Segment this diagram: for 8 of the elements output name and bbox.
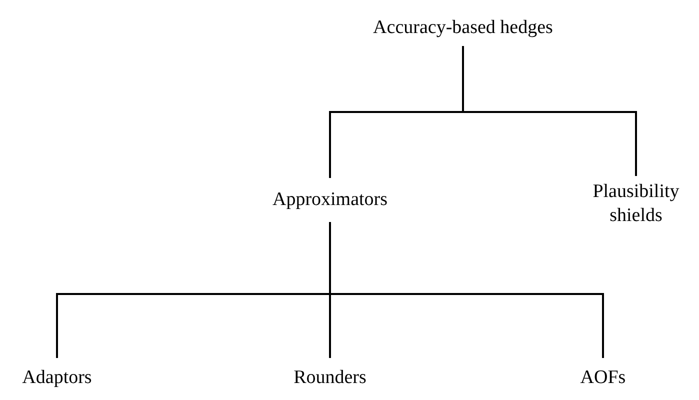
node-label: Accuracy-based hedges — [373, 16, 553, 40]
node-label: Adaptors — [22, 366, 92, 390]
node-label: AOFs — [580, 366, 626, 390]
node-label: Rounders — [294, 366, 366, 390]
tree-connector — [329, 222, 604, 358]
tree-connector — [462, 46, 637, 176]
node-label: Approximators — [272, 188, 388, 212]
node-label: Plausibility shields — [592, 180, 680, 228]
